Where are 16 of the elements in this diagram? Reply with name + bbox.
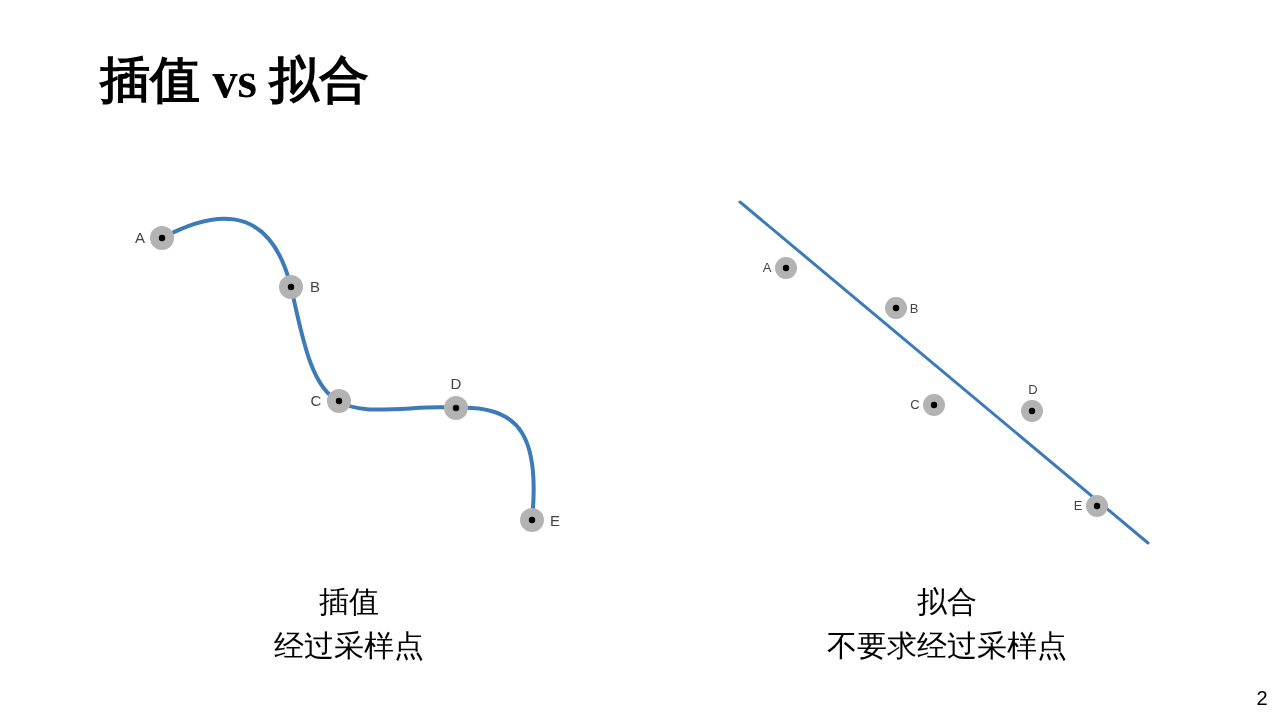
panel-caption: 经过采样点 [274,628,424,664]
panel-caption-heading: 插值 [319,584,379,620]
point-label: B [310,278,320,296]
point-label: E [1073,498,1083,514]
point-label: B [909,301,919,317]
point-label: C [310,392,322,410]
point-label: D [450,375,462,393]
panel-caption: 不要求经过采样点 [827,628,1067,664]
point-label: A [135,229,145,247]
slide-title: 插值 vs 拟合 [100,52,370,110]
point-label: D [1028,382,1038,398]
panel-caption-heading: 拟合 [917,584,977,620]
point-label: C [910,397,920,413]
page-number: 2 [1256,686,1268,710]
point-label: E [550,512,560,530]
point-label: A [762,260,772,276]
